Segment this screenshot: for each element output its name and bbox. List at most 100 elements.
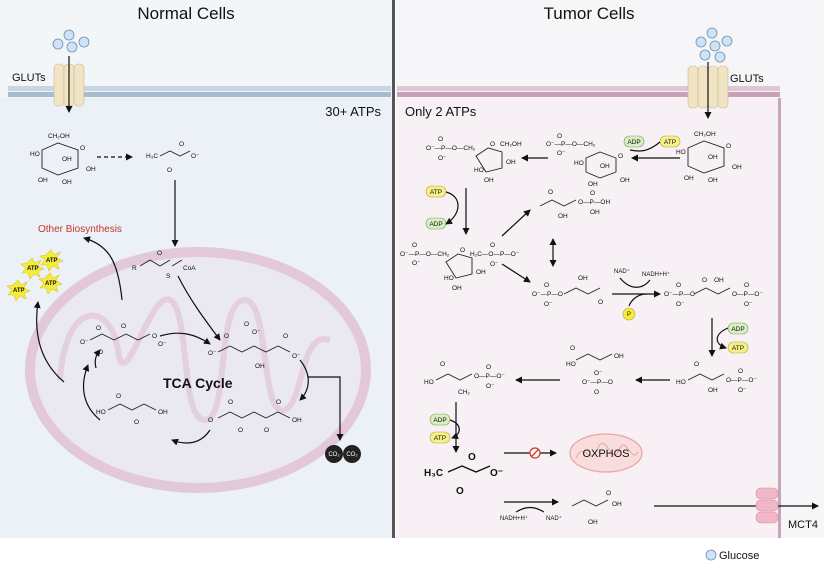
other-biosynthesis-label: Other Biosynthesis [38, 224, 122, 235]
svg-text:O: O [224, 333, 229, 340]
svg-text:OH: OH [476, 269, 486, 276]
svg-text:NAD⁺: NAD⁺ [614, 268, 630, 275]
svg-text:O: O [738, 368, 743, 375]
akg-to-succinate-arrow [171, 429, 211, 446]
gapdh-cofactors: NAD⁺ NADH+H⁺ P [614, 268, 670, 321]
tumor-glut-transporter [687, 65, 729, 109]
svg-text:O: O [590, 190, 595, 197]
svg-text:O⁻: O⁻ [738, 387, 747, 394]
svg-text:O⁻: O⁻ [557, 150, 566, 157]
lactate: O OH OH [571, 490, 622, 526]
tumor-membrane [397, 86, 780, 97]
svg-text:CH₂: CH₂ [458, 389, 470, 396]
svg-text:O: O [264, 427, 269, 434]
svg-text:O—P—O⁻: O—P—O⁻ [726, 377, 757, 384]
tumor-glucose-molecule: CH₂OH O HO OH OH OH OH [676, 131, 742, 184]
svg-text:O: O [208, 417, 213, 424]
acyl-coa: R O S CoA [132, 250, 196, 280]
svg-text:CH₂OH: CH₂OH [694, 131, 716, 138]
svg-text:CO₂: CO₂ [328, 452, 340, 458]
svg-text:O⁻: O⁻ [544, 301, 553, 308]
svg-text:OH: OH [708, 154, 718, 161]
svg-text:CO₂: CO₂ [346, 452, 358, 458]
oxphos-label: OXPHOS [582, 448, 629, 460]
svg-text:O: O [676, 282, 681, 289]
pfk-cofactors: ATP ADP [425, 185, 447, 230]
svg-text:O⁻: O⁻ [158, 341, 167, 348]
svg-text:OH: OH [588, 519, 598, 526]
svg-text:OH: OH [558, 213, 568, 220]
legend: Glucose [705, 549, 759, 562]
svg-text:OH: OH [62, 156, 72, 163]
normal-gluts-label: GLUTs [12, 72, 46, 84]
normal-glut-transporter [53, 63, 85, 107]
svg-text:O: O [598, 299, 603, 306]
svg-text:O: O [276, 399, 281, 406]
glucose-legend-label: Glucose [719, 550, 759, 562]
svg-text:ATP: ATP [27, 266, 39, 272]
panel-divider [392, 0, 395, 538]
svg-text:O: O [702, 277, 707, 284]
svg-text:O: O [544, 282, 549, 289]
pgk-curve [716, 327, 729, 350]
svg-text:O⁻—P—O: O⁻—P—O [582, 379, 613, 386]
normal-title: Normal Cells [137, 4, 234, 23]
bisphosphoglycerate: O⁻—P—O O O⁻ O OH O—P—O⁻ O O⁻ [664, 277, 763, 308]
svg-text:ADP: ADP [731, 326, 744, 333]
svg-text:CH₂OH: CH₂OH [500, 141, 522, 148]
svg-text:P: P [627, 312, 631, 318]
svg-text:HO: HO [574, 160, 584, 167]
svg-text:OH: OH [255, 363, 265, 370]
svg-text:O: O [468, 452, 476, 463]
fructose-6-phosphate: O⁻—P—O—CH₂ O O⁻ O CH₂OH HO OH OH [426, 136, 522, 184]
normal-glucose-molecule: CH₂OH O HO OH OH OH OH [30, 133, 96, 186]
citrate-down-arrow [299, 359, 309, 401]
tumor-membrane-right [778, 98, 781, 538]
svg-text:ATP: ATP [732, 345, 744, 352]
svg-text:O: O [694, 361, 699, 368]
svg-text:OH: OH [614, 353, 624, 360]
svg-text:O—P—OH: O—P—OH [578, 199, 610, 206]
svg-text:O: O [238, 427, 243, 434]
pk-cofactors: ADP ATP [429, 413, 451, 444]
svg-text:NADH+H⁺: NADH+H⁺ [642, 271, 670, 278]
svg-text:O: O [618, 153, 623, 160]
svg-text:H₃C: H₃C [424, 468, 443, 479]
svg-text:O⁻: O⁻ [676, 301, 685, 308]
tumor-cytoplasm [396, 98, 780, 538]
svg-text:O: O [486, 364, 491, 371]
svg-text:OH: OH [86, 166, 96, 173]
normal-glucose-cluster [52, 29, 90, 53]
ldh-nad-label: NAD⁺ [546, 515, 562, 522]
svg-text:HO: HO [30, 151, 40, 158]
svg-text:O: O [440, 361, 445, 368]
glyceraldehyde-3-phosphate: O⁻—P—O O O⁻ OH O [532, 275, 603, 308]
svg-text:O⁻: O⁻ [744, 301, 753, 308]
svg-text:OH: OH [620, 177, 630, 184]
svg-text:OH: OH [708, 177, 718, 184]
svg-text:S: S [166, 273, 171, 280]
svg-text:O: O [570, 345, 575, 352]
svg-text:OH: OH [38, 177, 48, 184]
svg-text:OH: OH [708, 387, 718, 394]
svg-text:CoA: CoA [183, 265, 196, 272]
oxphos-mitochondrion: OXPHOS [569, 433, 643, 473]
hexokinase-cofactors: ADP ATP [623, 135, 681, 148]
inhibition-icon [529, 447, 541, 459]
to-biosynthesis-arrow [83, 236, 123, 301]
svg-text:O: O [116, 393, 121, 400]
svg-text:HO: HO [474, 167, 484, 174]
glucose-6-phosphate: O⁻—P—O—CH₂ O O⁻ O HO OH OH OH [546, 133, 630, 188]
pyruvate-tumor: H₃C O O O⁻ [424, 452, 503, 497]
normal-atp-yield: 30+ ATPs [325, 104, 381, 119]
tumor-gluts-label: GLUTs [730, 73, 764, 85]
mct4-transporter [755, 487, 779, 524]
dhap: O OH O—P—OH O OH [539, 189, 610, 220]
svg-text:O⁻: O⁻ [490, 261, 499, 268]
fructose-1-6-bisphosphate: O⁻—P—O—CH₂ O O⁻ O H₂C—O—P—O⁻ O O⁻ HO OH … [400, 242, 520, 292]
svg-text:O: O [460, 247, 465, 254]
svg-text:O—P—O⁻: O—P—O⁻ [474, 373, 505, 380]
mct4-label: MCT4 [788, 519, 818, 531]
svg-text:OH: OH [158, 409, 168, 416]
